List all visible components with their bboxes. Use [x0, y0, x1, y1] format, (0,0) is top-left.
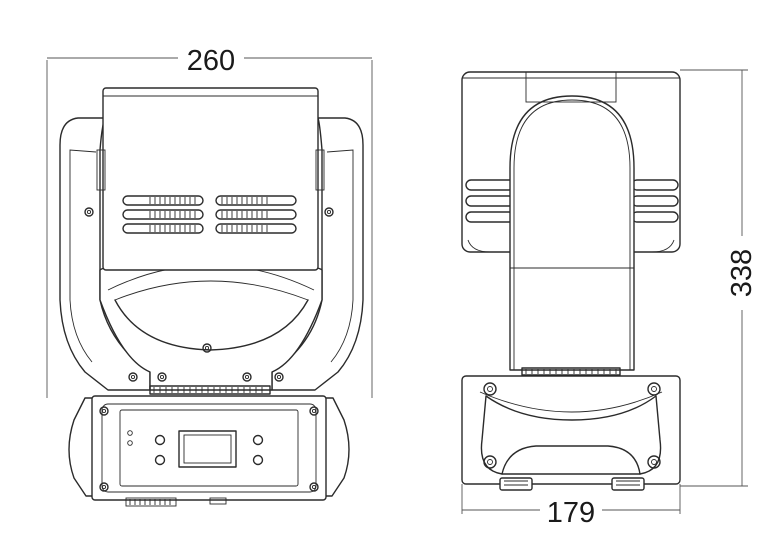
side-view: 338 179: [461, 69, 758, 529]
side-rotation-ring: [521, 367, 621, 376]
side-base: [461, 375, 681, 491]
side-arm: [509, 95, 635, 371]
front-rotation-ring: [149, 385, 271, 395]
lcd-display: [178, 430, 237, 468]
width-label: 260: [187, 45, 235, 77]
front-screws: [84, 207, 334, 382]
front-view: 260: [46, 45, 373, 507]
front-right-arm: [271, 117, 364, 391]
front-base: [68, 395, 350, 507]
height-dimension: [680, 69, 748, 487]
depth-label: 179: [547, 497, 595, 529]
depth-dimension: [461, 484, 681, 514]
front-head: [102, 87, 319, 271]
height-label: 338: [726, 249, 758, 297]
width-dimension: [46, 57, 373, 398]
front-left-arm: [59, 117, 151, 391]
front-vents: [122, 195, 297, 234]
